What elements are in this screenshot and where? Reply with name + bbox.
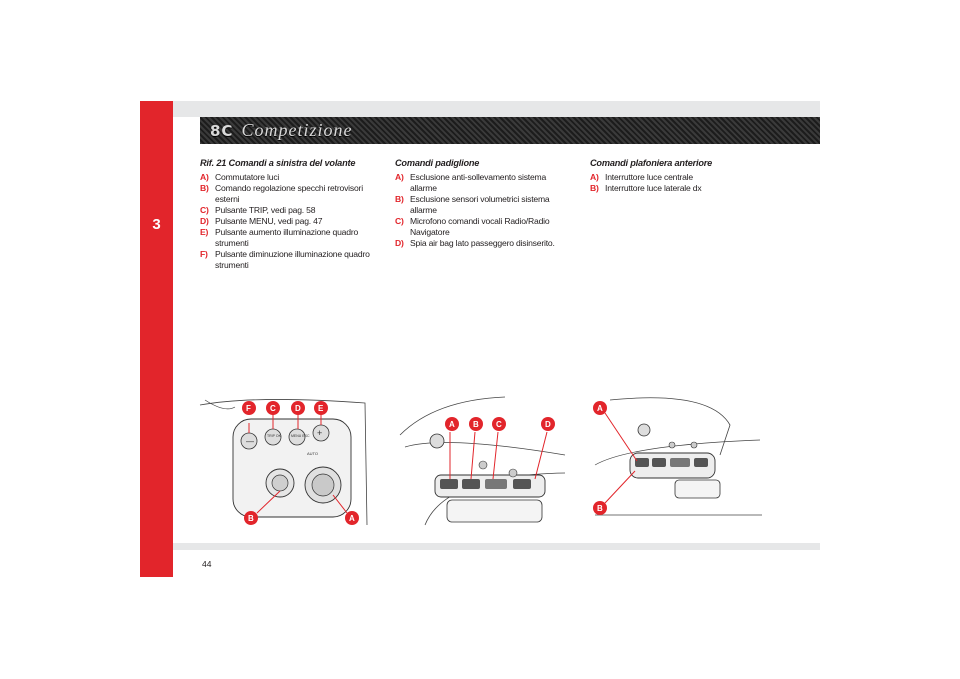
- figure-left-controls: — TRIP OK MENU ESC + AUTO F C D E B A: [199, 399, 368, 526]
- menu-label: MENU ESC: [291, 434, 310, 438]
- list-item: C)Pulsante TRIP, vedi pag. 58: [200, 205, 316, 215]
- callout-b: B: [593, 501, 607, 515]
- svg-text:F: F: [246, 404, 251, 413]
- list-item: B)Interruttore luce laterale dx: [590, 183, 702, 193]
- section-title: Comandi padiglione: [395, 158, 480, 168]
- section-title: Comandi plafoniera anteriore: [590, 158, 713, 168]
- list-item: A)Interruttore luce centrale: [590, 172, 693, 182]
- callout-a: A: [345, 511, 359, 525]
- figure-roof-controls: A B C D: [399, 396, 566, 526]
- trip-label: TRIP OK: [267, 434, 282, 438]
- list-item: B)Esclusione sensori volumetrici sistema…: [395, 194, 550, 215]
- svg-text:—: —: [246, 437, 254, 446]
- svg-text:C: C: [270, 404, 276, 413]
- svg-text:A: A: [597, 404, 603, 413]
- callout-e: E: [314, 401, 328, 415]
- list-item: A)Commutatore luci: [200, 172, 280, 182]
- list-item: D)Pulsante MENU, vedi pag. 47: [200, 216, 323, 226]
- callout-b: B: [244, 511, 258, 525]
- callout-c: C: [492, 417, 506, 431]
- list-item: B)Comando regolazione specchi retrovisor…: [200, 183, 363, 204]
- section-title: Rif. 21 Comandi a sinistra del volante: [200, 158, 356, 168]
- auto-label: AUTO: [307, 451, 318, 456]
- svg-text:D: D: [295, 404, 301, 413]
- figure-front-light-controls: A B: [593, 397, 762, 516]
- list-item: F)Pulsante diminuzione illuminazione qua…: [200, 249, 370, 270]
- svg-text:C: C: [496, 420, 502, 429]
- chapter-tab: 3: [140, 101, 173, 577]
- list-item: E)Pulsante aumento illuminazione quadro …: [200, 227, 359, 248]
- svg-text:+: +: [317, 428, 322, 438]
- svg-text:A: A: [449, 420, 455, 429]
- header-band: [173, 101, 820, 117]
- column-roof-controls: Comandi padiglione A)Esclusione anti-sol…: [395, 158, 565, 249]
- callout-d: D: [541, 417, 555, 431]
- svg-text:D: D: [545, 420, 551, 429]
- callout-f: F: [242, 401, 256, 415]
- logo-script: Competizione: [241, 120, 353, 140]
- chapter-number: 3: [152, 216, 161, 233]
- callout-a: A: [593, 401, 607, 415]
- column-left-controls: Rif. 21 Comandi a sinistra del volante A…: [200, 158, 370, 271]
- svg-text:B: B: [248, 514, 254, 523]
- list-item: A)Esclusione anti-sollevamento sistema a…: [395, 172, 547, 193]
- logo-8c: 8C: [210, 122, 234, 140]
- callout-b: B: [469, 417, 483, 431]
- callout-a: A: [445, 417, 459, 431]
- list-item: C)Microfono comandi vocali Radio/Radio N…: [395, 216, 550, 237]
- header-carbon-strip: 8C Competizione: [200, 117, 820, 144]
- svg-text:E: E: [318, 404, 324, 413]
- column-front-light-controls: Comandi plafoniera anteriore A)Interrutt…: [590, 158, 760, 194]
- page-number: 44: [202, 559, 212, 569]
- svg-text:A: A: [349, 514, 355, 523]
- svg-text:B: B: [597, 504, 603, 513]
- footer-band: [173, 543, 820, 550]
- callout-c: C: [266, 401, 280, 415]
- svg-text:B: B: [473, 420, 479, 429]
- list-item: D)Spia air bag lato passeggero disinseri…: [395, 238, 555, 248]
- callout-d: D: [291, 401, 305, 415]
- competizione-logo: 8C Competizione: [210, 119, 380, 141]
